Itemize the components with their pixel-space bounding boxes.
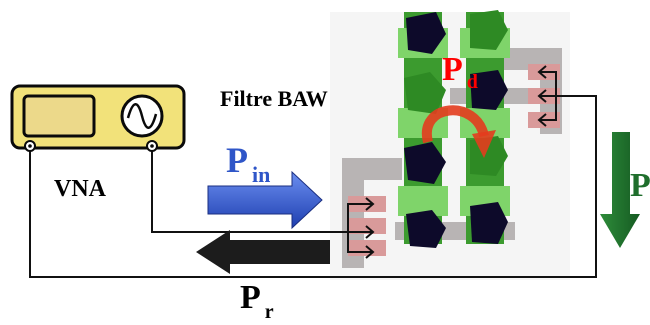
vna-instrument xyxy=(10,84,186,152)
p-d-label: P d xyxy=(442,51,478,93)
p-in-label: P in xyxy=(226,140,270,187)
p-r-label: P r xyxy=(240,279,274,323)
resonator-electrode xyxy=(398,186,448,216)
vna-port-1-core xyxy=(28,144,32,148)
sine-wave-icon xyxy=(126,103,158,129)
resonator-dark xyxy=(406,12,446,54)
vna-port-2-core xyxy=(150,144,154,148)
probe-left xyxy=(347,197,375,259)
dissipated-power-arrow xyxy=(421,105,496,158)
p-r-sub: r xyxy=(265,301,274,323)
resonator-dark xyxy=(470,202,508,244)
incident-power-arrow xyxy=(207,170,323,230)
vna-screen xyxy=(22,94,96,138)
p-t-label: P xyxy=(630,167,650,204)
p-d-main: P xyxy=(442,51,463,88)
reflected-power-arrow xyxy=(196,230,330,274)
cable-port1 xyxy=(151,148,348,233)
transmitted-power-arrow xyxy=(600,132,640,248)
vna-label: VNA xyxy=(54,176,107,202)
filter-label: Filtre BAW xyxy=(220,86,328,111)
p-r-main: P xyxy=(240,279,261,316)
resonator-green xyxy=(470,10,508,50)
p-in-sub: in xyxy=(252,162,270,187)
p-d-sub: d xyxy=(467,71,478,93)
resonator-dark xyxy=(404,142,446,184)
resonator-dark xyxy=(406,210,446,248)
probe-right xyxy=(537,65,557,127)
measurement-cables xyxy=(29,95,597,278)
p-in-main: P xyxy=(226,140,248,180)
cable-port2 xyxy=(29,95,597,278)
resonator-dark xyxy=(470,70,508,110)
resonator-green xyxy=(404,72,446,114)
